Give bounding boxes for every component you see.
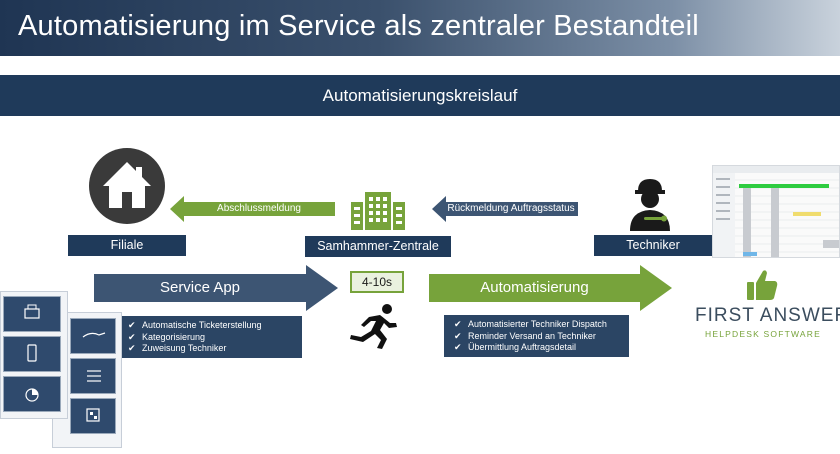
- page-title: Automatisierung im Service als zentraler…: [18, 10, 699, 42]
- title-bar: Automatisierung im Service als zentraler…: [0, 0, 840, 56]
- hand-icon: [82, 332, 106, 338]
- filiale-label: Filiale: [68, 235, 186, 256]
- runner-icon: [350, 304, 397, 349]
- mobile-device-icon: [27, 344, 37, 362]
- bullet-text: Zuweisung Techniker: [142, 343, 227, 354]
- abschlussmeldung-arrow: [170, 196, 335, 222]
- bullet-item: ✔ Automatische Ticketerstellung: [128, 320, 294, 332]
- app-tile: [70, 358, 116, 394]
- automatisierung-bullets: ✔ Automatisierter Techniker Dispatch ✔ Rem…: [444, 315, 629, 357]
- brand-name: FIRST ANSWER: [695, 305, 840, 326]
- bullet-item: ✔ Kategorisierung: [128, 332, 294, 344]
- check-icon: ✔: [128, 320, 136, 330]
- scheduler-grid: [713, 166, 839, 257]
- subtitle-bar: Automatisierungskreislauf: [0, 75, 840, 116]
- app-tile: [3, 336, 61, 372]
- printer-icon: [24, 304, 40, 319]
- check-icon: ✔: [128, 331, 136, 342]
- check-icon: ✔: [454, 342, 462, 353]
- rueckmeldung-arrow: [432, 196, 578, 222]
- bullet-text: Automatisierter Techniker Dispatch: [468, 319, 607, 329]
- check-icon: ✔: [454, 330, 462, 341]
- timing-box: 4-10s: [350, 271, 404, 293]
- bullet-item: ✔ Reminder Versand an Techniker: [454, 331, 621, 343]
- bullet-text: Automatische Ticketerstellung: [142, 320, 262, 330]
- app-tile: [3, 296, 61, 332]
- thumbs-up-icon: [747, 270, 778, 300]
- app-tile: [3, 376, 61, 412]
- check-icon: ✔: [454, 319, 462, 329]
- bullet-item: ✔ Übermittlung Auftragsdetail: [454, 342, 621, 354]
- rueckmeldung-label: Rückmeldung Auftragsstatus: [447, 203, 575, 214]
- service-app-bullets: ✔ Automatische Ticketerstellung ✔ Kategori…: [118, 316, 302, 358]
- abschlussmeldung-label: Abschlussmeldung: [217, 203, 301, 214]
- zentrale-label: Samhammer-Zentrale: [305, 236, 451, 257]
- automatisierung-label: Automatisierung: [480, 279, 589, 296]
- app-tile: [70, 398, 116, 434]
- list-icon: [87, 370, 101, 382]
- service-app-arrow: [94, 265, 338, 311]
- automatisierung-arrow: [429, 265, 672, 311]
- helpdesk-screenshot: [712, 165, 840, 258]
- building-icon: [351, 192, 405, 230]
- service-app-label: Service App: [159, 279, 241, 296]
- app-tile: [70, 318, 116, 354]
- bullet-text: Übermittlung Auftragsdetail: [468, 342, 577, 353]
- bullet-item: ✔ Zuweisung Techniker: [128, 343, 294, 355]
- timer-icon: [25, 388, 39, 402]
- house-icon: [89, 148, 165, 224]
- check-icon: ✔: [128, 343, 136, 354]
- brand-tagline: HELPDESK SOFTWARE: [705, 329, 821, 339]
- techniker-label: Techniker: [594, 235, 712, 256]
- qr-code-icon: [86, 408, 100, 422]
- bullet-item: ✔ Automatisierter Techniker Dispatch: [454, 319, 621, 331]
- bullet-text: Reminder Versand an Techniker: [468, 330, 596, 341]
- bullet-text: Kategorisierung: [142, 331, 206, 342]
- page-subtitle: Automatisierungskreislauf: [322, 86, 518, 105]
- technician-icon: [630, 179, 670, 231]
